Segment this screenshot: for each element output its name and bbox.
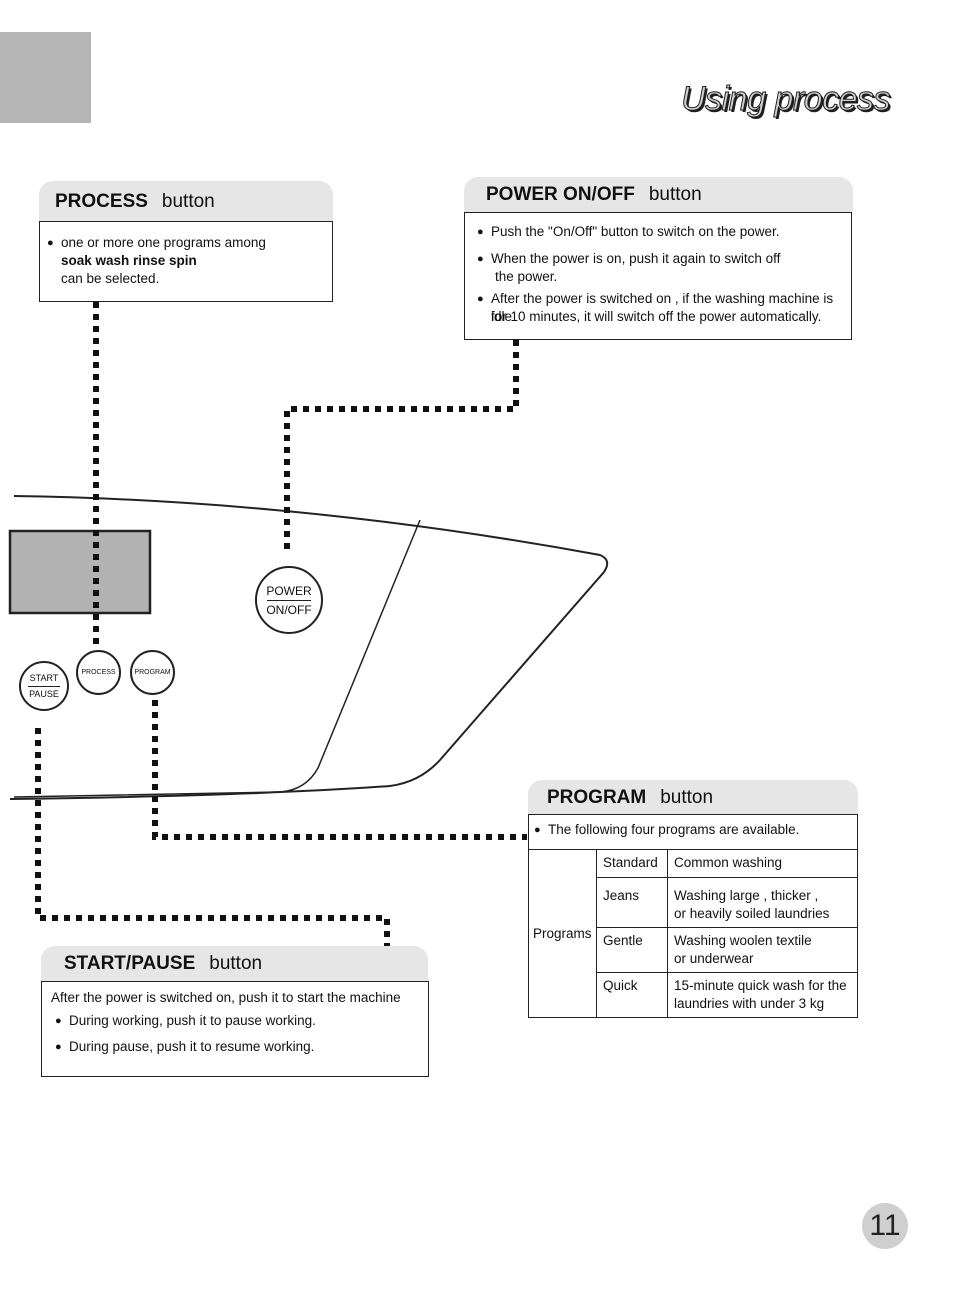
program-title: PROGRAM [547, 786, 647, 808]
power-label: POWER [266, 583, 312, 598]
program-label: PROGRAM [134, 669, 171, 676]
programs-table: Programs Standard Common washing Jeans W… [528, 849, 858, 1018]
corner-tab [0, 32, 91, 123]
panel-top-edge [9, 495, 609, 800]
table-row: Quick 15-minute quick wash for the laund… [529, 972, 858, 1018]
power-title: POWER ON/OFF [486, 184, 635, 205]
program-desc-line: laundries with under 3 kg [674, 996, 825, 1011]
power-bullet1: Push the "On/Off" button to switch on th… [477, 223, 779, 241]
power-bullet2-l1: When the power is on, push it again to s… [477, 250, 780, 268]
program-name: Jeans [596, 877, 668, 928]
program-desc-line: or underwear [674, 951, 754, 966]
start-header: START/PAUSE button [41, 946, 428, 982]
pause-label: PAUSE [29, 688, 59, 699]
process-title-suffix: button [161, 190, 215, 212]
power-box: Push the "On/Off" button to switch on th… [464, 212, 852, 340]
start-title: START/PAUSE [64, 953, 196, 974]
start-box: After the power is switched on, push it … [41, 981, 429, 1077]
process-header: PROCESS button [39, 181, 333, 222]
program-desc: Washing large , thicker , or heavily soi… [667, 877, 858, 928]
program-button[interactable]: PROGRAM [130, 650, 175, 695]
program-title-suffix: button [660, 786, 714, 808]
program-desc-line: 15-minute quick wash for the [674, 978, 847, 993]
page-title: Using process [681, 80, 891, 119]
process-button[interactable]: PROCESS [76, 650, 121, 695]
program-desc-line: or heavily soiled laundries [674, 906, 830, 921]
program-desc: Washing woolen textile or underwear [667, 927, 858, 973]
program-intro: The following four programs are availabl… [534, 821, 799, 839]
start-bullet2: During pause, push it to resume working. [55, 1038, 314, 1056]
start-bullet1: During working, push it to pause working… [55, 1012, 316, 1030]
connector-lines [35, 302, 527, 968]
program-intro-row: The following four programs are availabl… [528, 814, 858, 849]
process-line1: one or more one programs among [47, 234, 266, 252]
program-box: The following four programs are availabl… [528, 814, 858, 1018]
power-header: POWER ON/OFF button [464, 177, 853, 213]
table-row: Programs Standard Common washing [528, 849, 858, 1018]
program-desc-line: Washing large , thicker , [674, 888, 819, 903]
start-line1: After the power is switched on, push it … [51, 990, 401, 1005]
power-onoff-button[interactable]: POWER ON/OFF [255, 566, 323, 634]
onoff-label: ON/OFF [266, 602, 312, 617]
start-title-suffix: button [209, 953, 263, 974]
program-header: PROGRAM button [528, 780, 858, 815]
process-title: PROCESS [55, 190, 148, 212]
process-label: PROCESS [81, 669, 116, 676]
process-line2: soak wash rinse spin [61, 253, 197, 268]
program-name: Standard [596, 849, 668, 878]
table-row: Jeans Washing large , thicker , or heavi… [529, 877, 858, 928]
page-number: 11 [862, 1203, 908, 1249]
power-bullet2-l2: the power. [495, 269, 558, 284]
panel-inner-curve [13, 519, 421, 798]
program-name: Gentle [596, 927, 668, 973]
power-bullet3-l2: for 10 minutes, it will switch off the p… [491, 309, 822, 324]
start-pause-button[interactable]: START PAUSE [19, 661, 69, 711]
start-label: START [29, 672, 59, 683]
display-window [8, 529, 152, 615]
process-box: one or more one programs among soak wash… [39, 221, 333, 302]
power-title-suffix: button [648, 184, 702, 205]
program-desc-line: Common washing [674, 855, 783, 870]
program-name: Quick [596, 972, 668, 1018]
process-line3: can be selected. [61, 271, 160, 286]
program-desc-line: Washing woolen textile [674, 933, 812, 948]
power-bullet3-l1: After the power is switched on , if the … [477, 290, 851, 326]
program-desc: 15-minute quick wash for the laundries w… [667, 972, 858, 1018]
program-desc: Common washing [667, 849, 858, 878]
programs-row-label: Programs [528, 849, 597, 1018]
